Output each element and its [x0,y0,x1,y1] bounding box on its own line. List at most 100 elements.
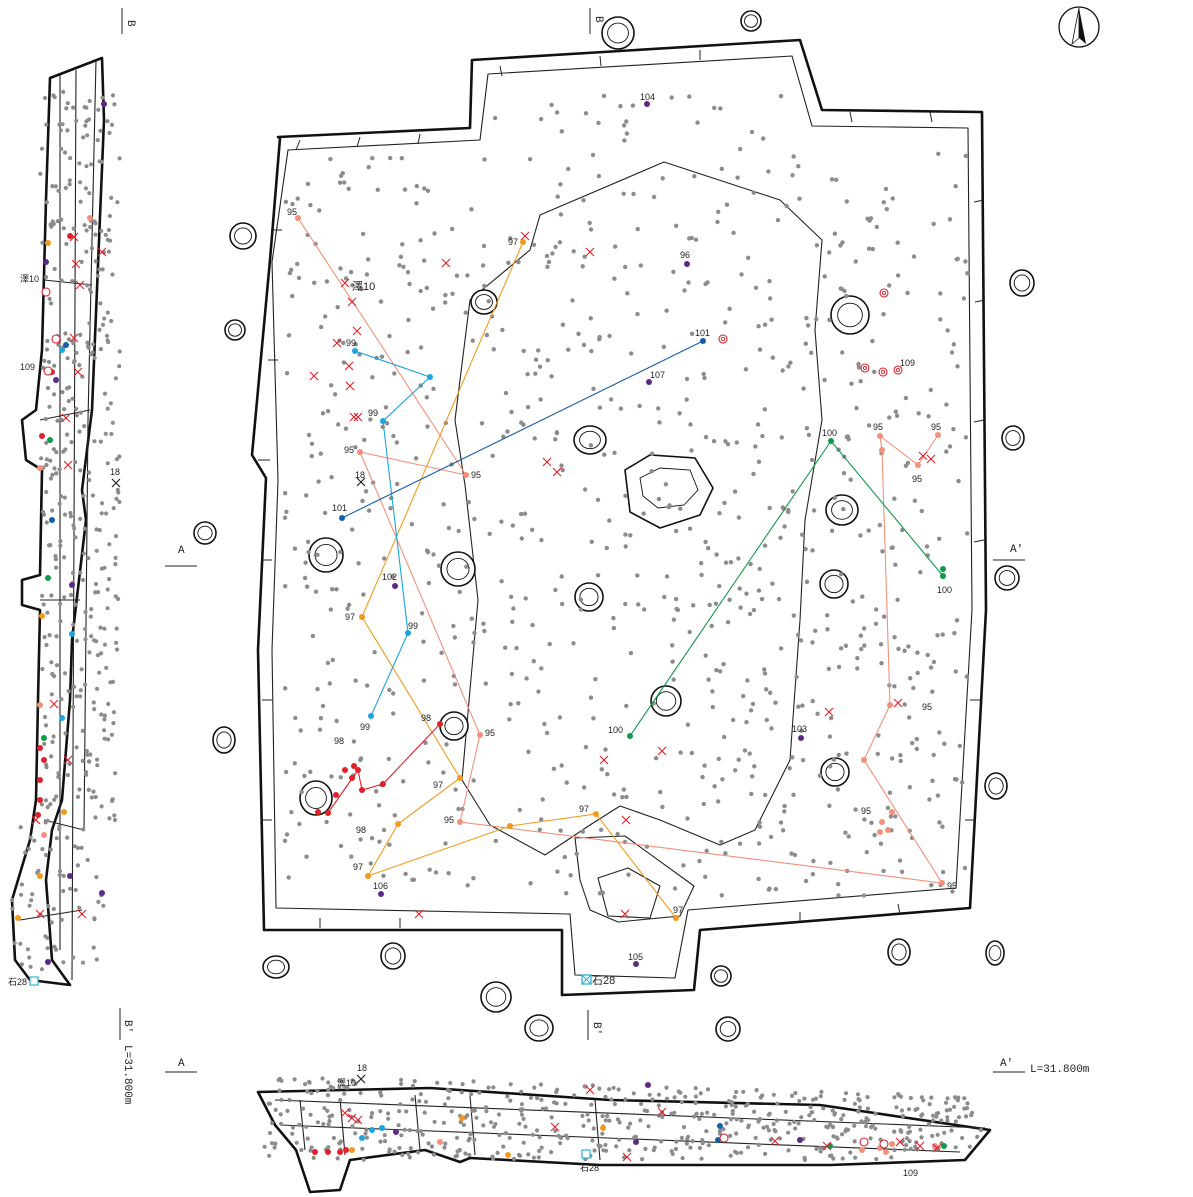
scatter-dot [789,851,794,856]
section-bb-dot [58,619,63,624]
scatter-dot [608,397,614,402]
post-hole [1001,425,1025,451]
section-bb-dot [95,273,100,278]
scatter-dot [660,176,665,181]
scatter-dot [853,259,858,264]
section-aa-dot [693,1100,698,1106]
section-aa-dot [308,1148,313,1153]
scatter-dot [284,832,290,837]
scatter-dot [611,792,617,797]
section-aa-dot [429,1144,435,1149]
section-aa-dot [305,1089,310,1094]
scatter-dot [778,93,784,99]
scatter-dot [457,589,462,595]
find-point-purple [684,261,690,267]
scatter-dot [796,704,801,709]
section-bb-dot [92,707,97,712]
section-aa-dot [609,1097,614,1102]
scatter-dot [588,316,593,321]
section-bb-dot [97,159,102,164]
red-cross [414,909,424,919]
scatter-dot [620,795,625,800]
section-bb-dot [113,555,118,561]
section-aa-dot [415,1128,420,1134]
scatter-dot [762,543,768,548]
section-aa-dot [947,1107,953,1112]
section-bb-dot [102,316,107,321]
section-bb-dot [77,787,82,792]
scatter-dot [595,497,601,502]
scatter-dot [374,789,379,794]
section-aa-dot [936,1111,941,1116]
scatter-dot [295,196,300,201]
scatter-dot [559,463,564,468]
scatter-dot [663,482,669,487]
scatter-dot [555,194,560,199]
section-aa-find [889,1141,895,1147]
scatter-dot [400,242,405,247]
red-cross [353,412,363,422]
scatter-dot [631,191,636,197]
section-aa-dot [521,1116,526,1121]
section-aa-dot [399,1077,404,1082]
red-cross [35,909,45,919]
scatter-dot [510,619,515,624]
section-bb-dot [56,774,61,780]
scatter-dot [293,715,298,721]
scatter-dot [292,546,298,551]
section-bb-dot [85,133,90,138]
section-aa-dot [404,1109,409,1114]
section-aa-dot [420,1132,425,1137]
scatter-dot [832,495,837,501]
section-aa-dot [934,1114,939,1119]
scatter-dot [635,311,640,317]
scatter-dot [533,357,539,362]
section-aa-dot [786,1130,791,1135]
scatter-dot [327,681,332,686]
section-bb-dot [44,200,50,205]
scatter-dot [827,764,833,769]
scatter-dot [358,757,363,763]
scatter-dot [686,280,691,285]
section-aa-find [393,1129,399,1135]
wall-tick [974,299,986,303]
scatter-dot [915,650,920,655]
section-bb-dot [12,941,17,946]
scatter-dot [545,264,550,269]
section-bb-dot [71,341,76,346]
find-point-red [349,775,355,781]
section-aa-dot [647,1092,652,1097]
section-bb-find [45,575,51,581]
section-bb-dot [77,161,82,166]
section-bb-dot [74,350,79,355]
section-bb-dot [87,321,92,326]
scatter-dot [761,136,766,141]
scatter-dot [874,224,879,230]
label-99: 99 [346,338,356,348]
scatter-dot [582,785,587,790]
scatter-dot [642,607,647,612]
section-bb-find [101,101,107,107]
section-bb-dot [107,542,112,547]
scatter-dot [703,434,709,440]
scatter-dot [530,527,535,532]
label-stone28: 石28 [592,975,615,987]
scatter-dot [317,208,322,213]
section-aa-dot [446,1096,451,1101]
scatter-dot [402,187,408,192]
scatter-dot [583,111,589,116]
scatter-dot [673,596,679,602]
scatter-dot [756,588,762,593]
section-bb-dot [48,222,53,227]
section-bb-dot [62,495,67,500]
section-bb-dot [57,824,62,829]
scatter-dot [636,602,641,607]
scatter-dot [728,560,734,565]
section-bb-dot [51,734,56,739]
scatter-dot [656,406,661,411]
scatter-dot [427,867,432,872]
scatter-dot [597,337,602,342]
scatter-dot [482,628,487,634]
section-aa-dot [467,1136,472,1141]
scatter-dot [699,561,704,566]
